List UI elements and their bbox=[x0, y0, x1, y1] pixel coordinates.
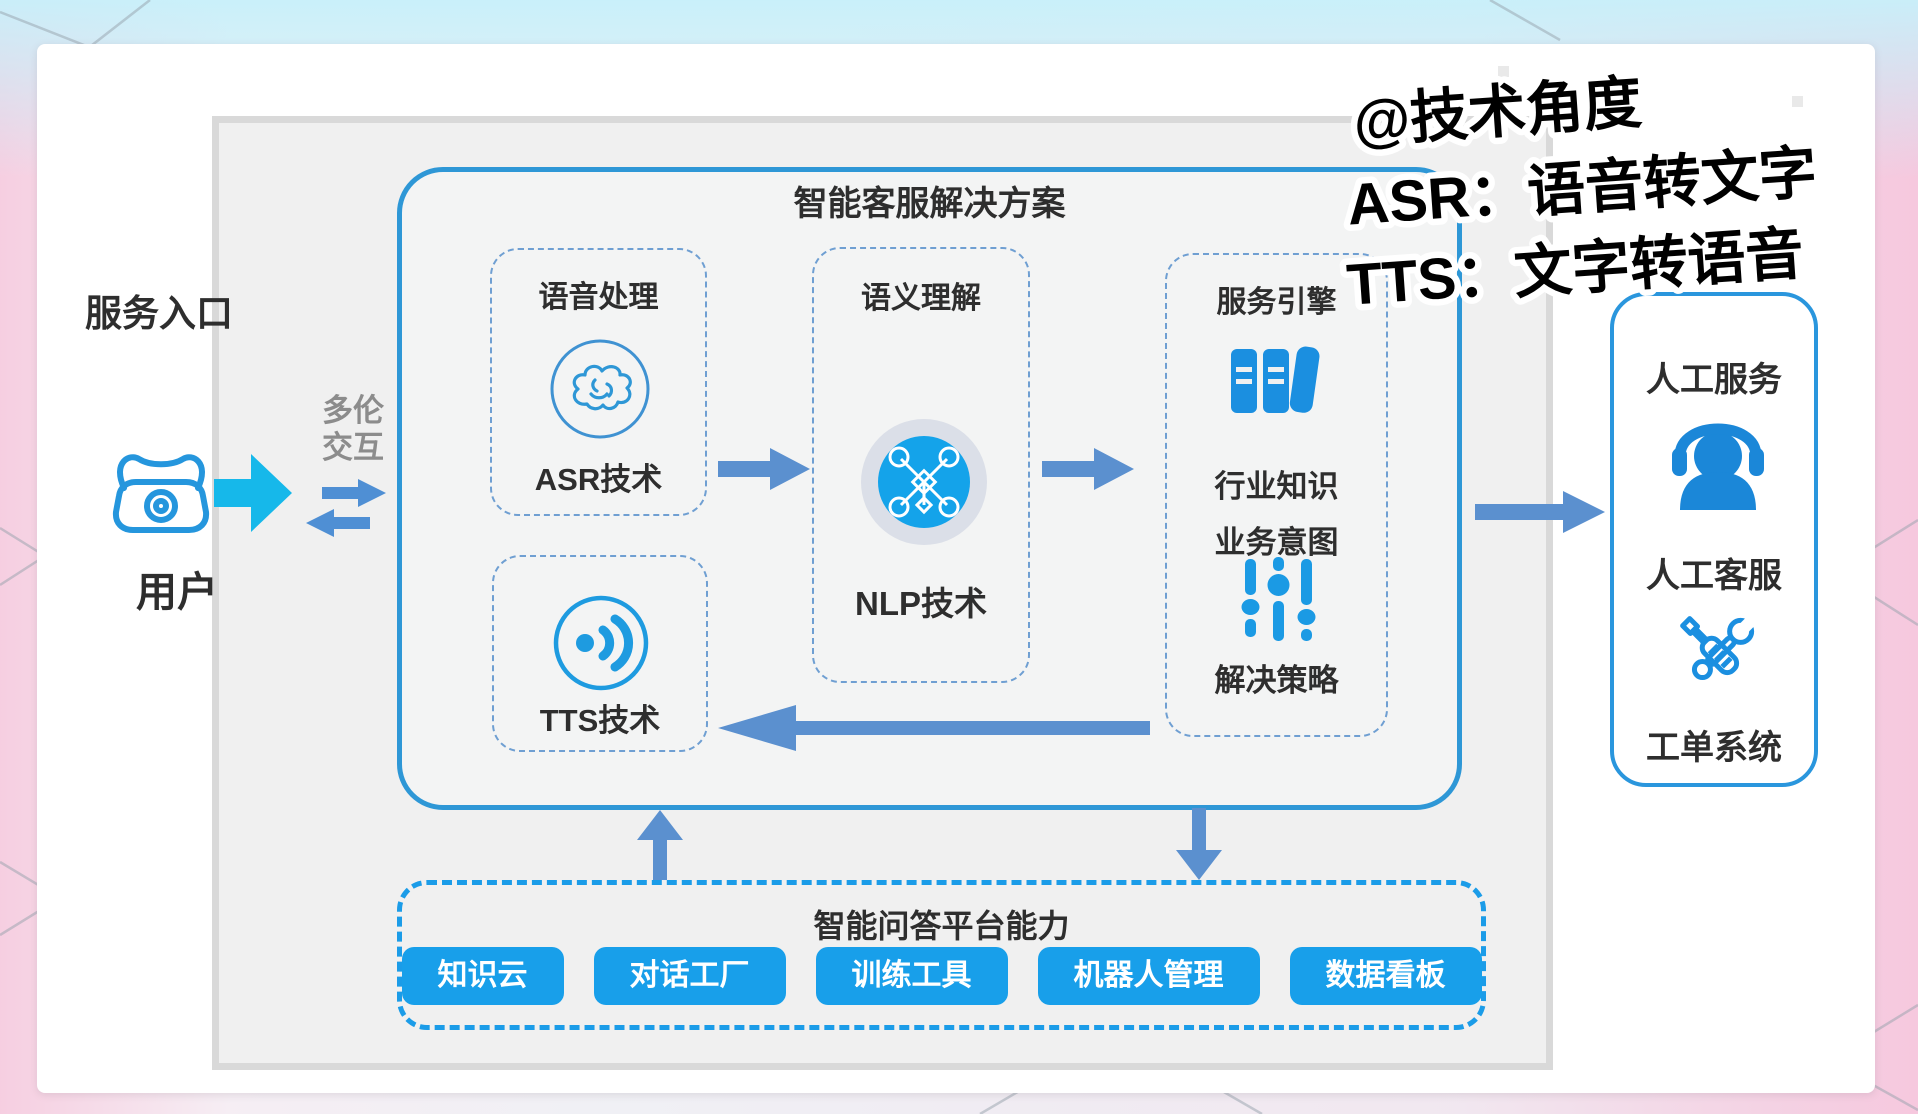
capability-chip-knowledge-cloud: 知识云 bbox=[401, 947, 564, 1005]
books-icon bbox=[1231, 346, 1320, 413]
multi-turn-line1: 多伦 bbox=[322, 393, 384, 428]
platform-title: 智能问答平台能力 bbox=[813, 908, 1070, 944]
back-arrow-icon bbox=[306, 509, 370, 537]
agent-headset-icon bbox=[1672, 423, 1764, 510]
engine-box: 服务引擎 行业知识 业务意图 bbox=[1165, 253, 1388, 737]
annotation-line1: @技术角度 bbox=[1351, 70, 1643, 155]
user-label: 用户 bbox=[136, 569, 218, 615]
speech-processing-box: 语音处理 ASR技术 bbox=[490, 248, 707, 516]
asr-label: ASR技术 bbox=[534, 462, 663, 497]
arrow-to-manual bbox=[1475, 491, 1605, 533]
annotation-line3: TTS：文字转语音 bbox=[1345, 221, 1806, 312]
agent-label: 人工客服 bbox=[1646, 557, 1782, 595]
nlp-label: NLP技术 bbox=[855, 585, 987, 622]
capability-chip-bot-management: 机器人管理 bbox=[1037, 947, 1260, 1005]
entry-arrow-icon bbox=[214, 454, 292, 532]
platform-box: 智能问答平台能力 知识云 对话工厂 训练工具 机器人管理 数据看板 bbox=[397, 880, 1486, 1030]
tts-sound-icon bbox=[553, 595, 649, 691]
arrow-down-platform bbox=[1176, 808, 1222, 880]
multi-turn-label: 多伦 交互 bbox=[314, 392, 392, 466]
manual-service-title: 人工服务 bbox=[1646, 361, 1782, 399]
ticket-tools-icon bbox=[1680, 614, 1758, 681]
forward-arrow-icon bbox=[322, 479, 386, 507]
semantic-box: 语义理解 NLP技术 bbox=[812, 247, 1030, 683]
semantic-title: 语义理解 bbox=[861, 282, 981, 315]
annotation-sticker: @技术角度 ASR：语音转文字 TTS：文字转语音 bbox=[1338, 63, 1825, 312]
engine-title: 服务引擎 bbox=[1216, 286, 1337, 319]
multi-turn-line2: 交互 bbox=[322, 430, 384, 465]
arrow-up-platform bbox=[637, 810, 683, 880]
nlp-icon bbox=[861, 419, 987, 545]
capability-row: 知识云 对话工厂 训练工具 机器人管理 数据看板 bbox=[401, 947, 1482, 1005]
business-intent-label: 业务意图 bbox=[1214, 525, 1339, 560]
brain-icon bbox=[550, 339, 650, 439]
entry-label: 服务入口 bbox=[85, 293, 233, 334]
annotation-line2: ASR：语音转文字 bbox=[1345, 140, 1819, 238]
capability-chip-training-tools: 训练工具 bbox=[815, 947, 1008, 1005]
arrow-asr-to-nlp bbox=[718, 448, 810, 490]
capability-chip-dialog-factory: 对话工厂 bbox=[593, 947, 786, 1005]
tts-box: TTS技术 bbox=[492, 555, 708, 752]
arrow-engine-to-tts bbox=[718, 705, 1150, 751]
background-dot bbox=[1498, 66, 1509, 77]
ticket-system-label: 工单系统 bbox=[1646, 729, 1782, 767]
manual-service-panel: 人工服务 人工客服 bbox=[1610, 292, 1818, 787]
capability-chip-data-dashboard: 数据看板 bbox=[1289, 947, 1482, 1005]
industry-knowledge-label: 行业知识 bbox=[1214, 469, 1339, 504]
speech-processing-title: 语音处理 bbox=[538, 281, 659, 314]
phone-icon bbox=[112, 454, 210, 533]
sliders-icon bbox=[1241, 557, 1316, 641]
arrow-nlp-to-engine bbox=[1042, 448, 1134, 490]
solution-title: 智能客服解决方案 bbox=[793, 185, 1066, 223]
strategy-label: 解决策略 bbox=[1214, 663, 1339, 698]
background-dot bbox=[1792, 96, 1803, 107]
tts-label: TTS技术 bbox=[539, 703, 661, 738]
